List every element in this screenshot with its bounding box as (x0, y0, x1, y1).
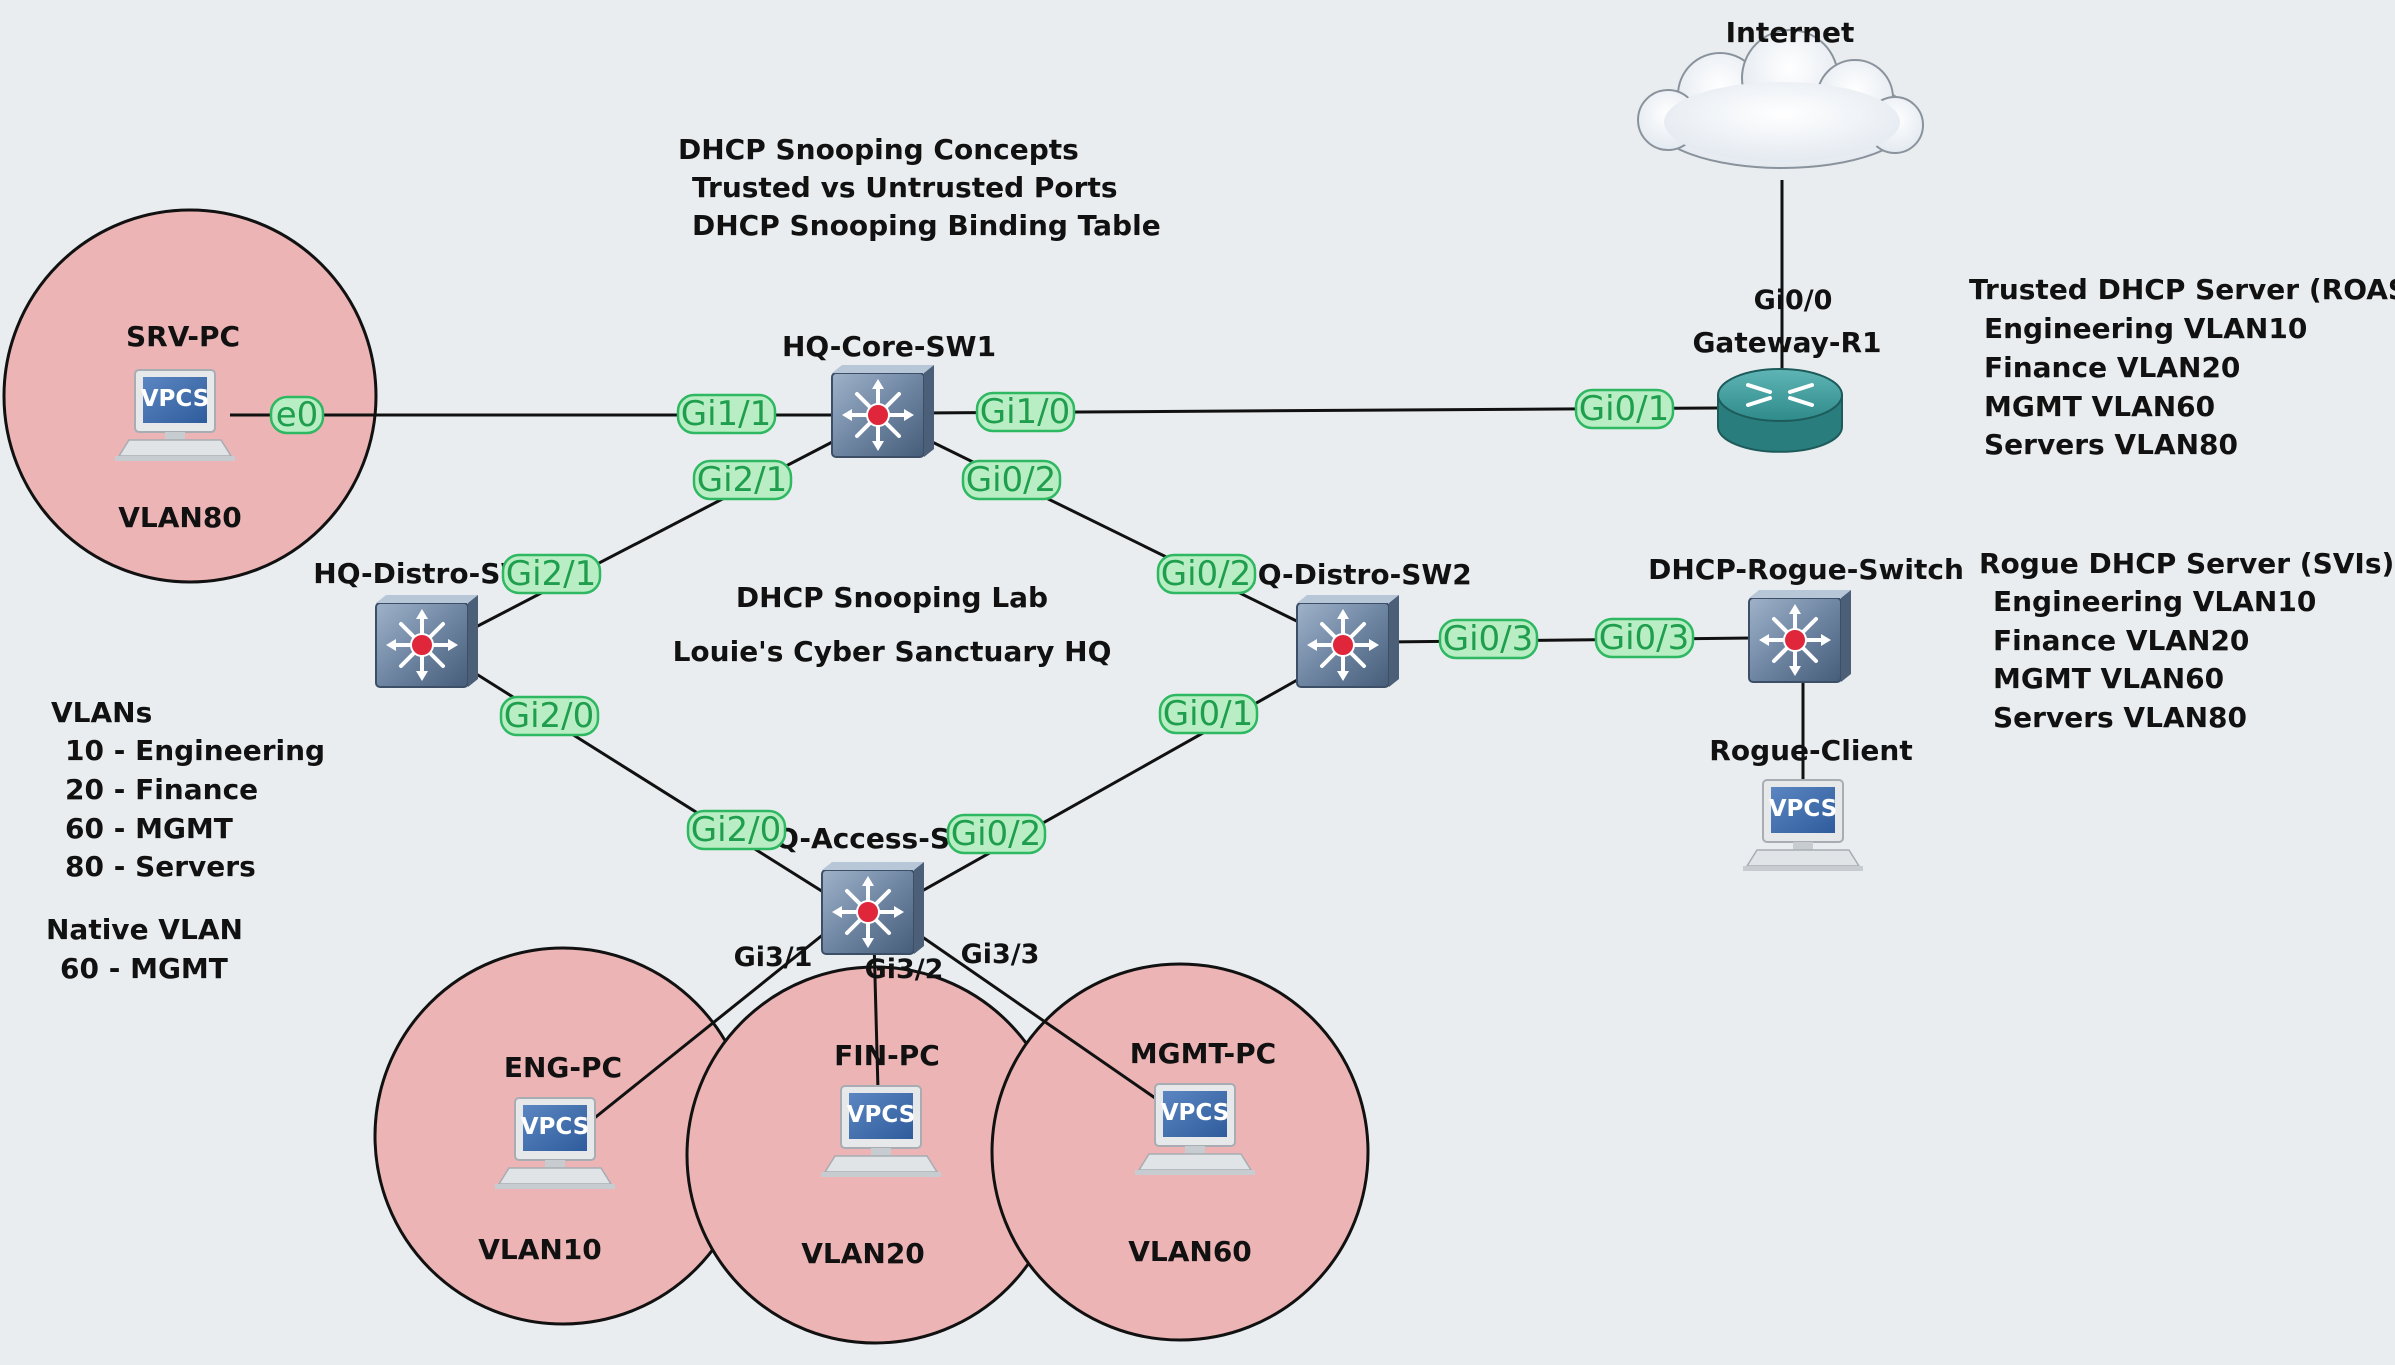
port-acc-gi2-0-text: Gi2/0 (691, 810, 782, 850)
port-d2-gi0-3-text: Gi0/3 (1443, 619, 1534, 659)
port-acc-gi0-2: Gi0/2 (946, 813, 1047, 855)
port-core-gi0-2: Gi0/2 (961, 459, 1062, 501)
port-acc-gi3-1: Gi3/1 (734, 942, 813, 973)
access-switch-icon[interactable] (820, 860, 926, 956)
port-d2-gi0-2-text: Gi0/2 (1161, 554, 1252, 594)
eng-pc-screen-label: VPCS (521, 1114, 590, 1140)
port-core-gi2-1: Gi2/1 (692, 459, 793, 501)
port-acc-gi3-3: Gi3/3 (961, 939, 1040, 970)
distro2-label: HQ-Distro-SW2 (1234, 558, 1471, 591)
rogue-client-screen-label: VPCS (1769, 796, 1838, 822)
vlan10-label: VLAN10 (478, 1233, 602, 1266)
trusted-line-1: Engineering VLAN10 (1984, 312, 2307, 345)
port-d1-gi2-0-text: Gi2/0 (504, 696, 595, 736)
port-core-gi2-1-text: Gi2/1 (697, 460, 788, 500)
rogue-line-3: MGMT VLAN60 (1993, 662, 2224, 695)
router-icon[interactable] (1717, 368, 1843, 453)
port-acc-gi3-2: Gi3/2 (865, 954, 944, 985)
port-core-gi1-0-text: Gi1/0 (980, 392, 1071, 432)
port-d2-gi0-3: Gi0/3 (1438, 618, 1539, 660)
port-d2-gi0-1: Gi0/1 (1158, 693, 1259, 735)
fin-pc-screen-label: VPCS (847, 1102, 916, 1128)
port-d1-gi2-1: Gi2/1 (501, 553, 602, 595)
vlans-line-4: 80 - Servers (65, 850, 256, 883)
vlans-line-0: VLANs (51, 696, 152, 729)
rogue-switch-icon[interactable] (1747, 588, 1853, 684)
rogue-switch-label: DHCP-Rogue-Switch (1648, 553, 1964, 586)
mgmt-pc-screen-label: VPCS (1161, 1100, 1230, 1126)
port-core-gi1-1: Gi1/1 (676, 393, 777, 435)
port-rogue-gi0-3-text: Gi0/3 (1599, 618, 1690, 658)
port-rogue-gi0-3: Gi0/3 (1594, 617, 1695, 659)
lab-title: DHCP Snooping Lab (736, 581, 1048, 614)
trusted-dhcp-note: Trusted DHCP Server (ROAS) Engineering V… (1969, 273, 2395, 461)
port-gw-gi0-1-text: Gi0/1 (1579, 389, 1670, 429)
port-d1-gi2-1-text: Gi2/1 (506, 554, 597, 594)
port-d2-gi0-2: Gi0/2 (1156, 553, 1257, 595)
port-gw-gi0-1: Gi0/1 (1574, 388, 1675, 430)
trusted-line-3: MGMT VLAN60 (1984, 390, 2215, 423)
vlan80-label: VLAN80 (118, 501, 242, 534)
link-access-fin (872, 939, 880, 1091)
trusted-line-4: Servers VLAN80 (1984, 428, 2238, 461)
concepts-note: DHCP Snooping Concepts Trusted vs Untrus… (678, 133, 1161, 242)
rogue-line-4: Servers VLAN80 (1993, 701, 2247, 734)
rogue-client-label: Rogue-Client (1709, 734, 1912, 767)
vlan60-label: VLAN60 (1128, 1235, 1252, 1268)
port-acc-gi2-0: Gi2/0 (686, 809, 787, 851)
distro1-switch-icon[interactable] (374, 593, 480, 689)
vlan60-zone (990, 962, 1370, 1342)
lab-subtitle: Louie's Cyber Sanctuary HQ (673, 635, 1112, 668)
port-core-gi0-2-text: Gi0/2 (966, 460, 1057, 500)
concepts-line-2: DHCP Snooping Binding Table (692, 209, 1161, 242)
native-line-1: 60 - MGMT (60, 952, 228, 985)
concepts-line-1: Trusted vs Untrusted Ports (692, 171, 1118, 204)
rogue-line-2: Finance VLAN20 (1993, 624, 2249, 657)
native-vlan-note: Native VLAN 60 - MGMT (46, 913, 243, 985)
port-core-gi1-0: Gi1/0 (975, 391, 1076, 433)
rogue-line-1: Engineering VLAN10 (1993, 585, 2316, 618)
port-core-gi1-1-text: Gi1/1 (681, 394, 772, 434)
link-access-mgmt (904, 923, 1159, 1102)
gateway-label: Gateway-R1 (1692, 326, 1881, 359)
trusted-line-2: Finance VLAN20 (1984, 351, 2240, 384)
port-d2-gi0-1-text: Gi0/1 (1163, 694, 1254, 734)
concepts-line-0: DHCP Snooping Concepts (678, 133, 1079, 166)
port-srv-e0: e0 (269, 395, 325, 435)
internet-label: Internet (1726, 16, 1855, 49)
srv-pc-label: SRV-PC (126, 320, 240, 353)
vlans-line-3: 60 - MGMT (65, 812, 233, 845)
port-gw-gi0-0: Gi0/0 (1754, 285, 1833, 316)
vlans-line-2: 20 - Finance (65, 773, 258, 806)
eng-pc-label: ENG-PC (504, 1051, 622, 1084)
internet-cloud (1637, 29, 1924, 169)
trusted-line-0: Trusted DHCP Server (ROAS) (1969, 273, 2395, 306)
native-line-0: Native VLAN (46, 913, 243, 946)
rogue-client-icon[interactable] (1742, 779, 1864, 872)
link-access-eng (591, 923, 836, 1122)
vlans-note: VLANs 10 - Engineering 20 - Finance 60 -… (51, 696, 325, 883)
srv-pc-screen-label: VPCS (141, 386, 210, 412)
mgmt-pc-label: MGMT-PC (1130, 1037, 1276, 1070)
core-label: HQ-Core-SW1 (782, 330, 996, 363)
vlans-line-1: 10 - Engineering (65, 734, 325, 767)
core-switch-icon[interactable] (830, 363, 936, 459)
vlan20-label: VLAN20 (801, 1237, 925, 1270)
fin-pc-label: FIN-PC (834, 1039, 940, 1072)
port-srv-e0-text: e0 (276, 395, 319, 435)
port-acc-gi0-2-text: Gi0/2 (951, 814, 1042, 854)
port-d1-gi2-0: Gi2/0 (499, 695, 600, 737)
rogue-dhcp-note: Rogue DHCP Server (SVIs) Engineering VLA… (1979, 547, 2394, 734)
distro2-switch-icon[interactable] (1295, 593, 1401, 689)
rogue-line-0: Rogue DHCP Server (SVIs) (1979, 547, 2394, 580)
